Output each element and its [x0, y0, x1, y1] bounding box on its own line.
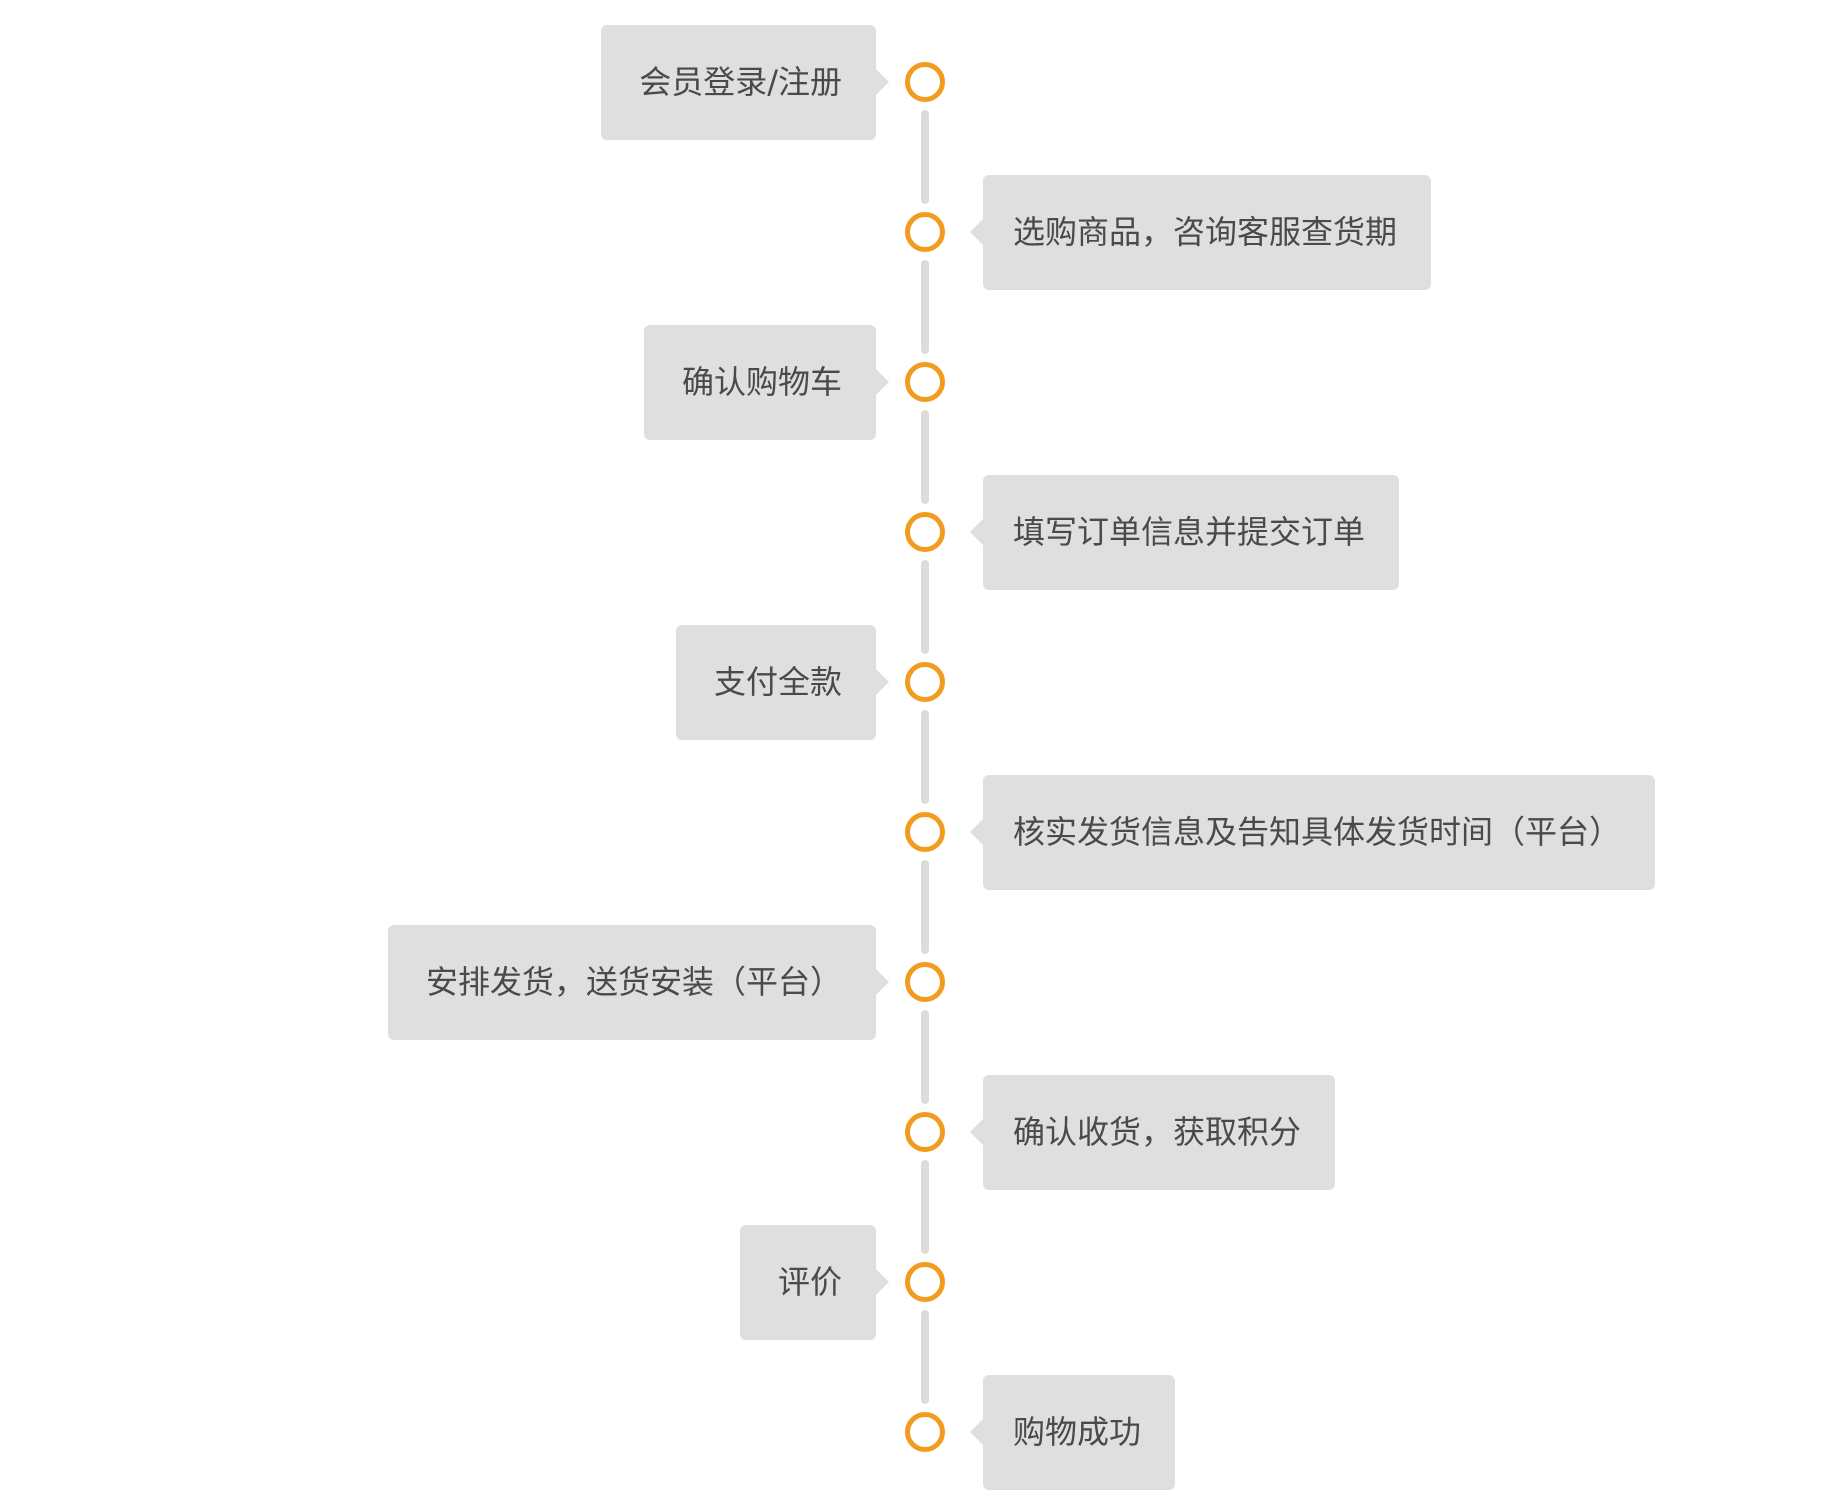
step-box-1: 会员登录/注册	[601, 25, 889, 140]
step-box-7: 安排发货，送货安装（平台）	[387, 925, 890, 1040]
step-box-8: 确认收货，获取积分	[969, 1075, 1336, 1190]
timeline-node-icon	[905, 212, 945, 252]
timeline-connector	[921, 410, 929, 504]
timeline-connector	[921, 710, 929, 804]
step-box-3: 确认购物车	[643, 325, 890, 440]
timeline-node-icon	[905, 1112, 945, 1152]
timeline-node-icon	[905, 1412, 945, 1452]
step-box-9: 评价	[739, 1225, 890, 1340]
timeline-connector	[921, 260, 929, 354]
timeline-connector	[921, 860, 929, 954]
step-box-2: 选购商品，咨询客服查货期	[969, 175, 1432, 290]
timeline-connector	[921, 560, 929, 654]
step-box-4: 填写订单信息并提交订单	[969, 475, 1400, 590]
timeline-node-icon	[905, 812, 945, 852]
timeline-connector	[921, 1310, 929, 1404]
timeline-node-icon	[905, 512, 945, 552]
timeline-connector	[921, 1010, 929, 1104]
timeline-node-icon	[905, 62, 945, 102]
timeline-node-icon	[905, 362, 945, 402]
timeline-connector	[921, 1160, 929, 1254]
step-box-10: 购物成功	[969, 1375, 1176, 1490]
step-box-6: 核实发货信息及告知具体发货时间（平台）	[969, 775, 1656, 890]
step-box-5: 支付全款	[675, 625, 890, 740]
timeline-node-icon	[905, 662, 945, 702]
timeline-node-icon	[905, 962, 945, 1002]
timeline-node-icon	[905, 1262, 945, 1302]
timeline-connector	[921, 110, 929, 204]
